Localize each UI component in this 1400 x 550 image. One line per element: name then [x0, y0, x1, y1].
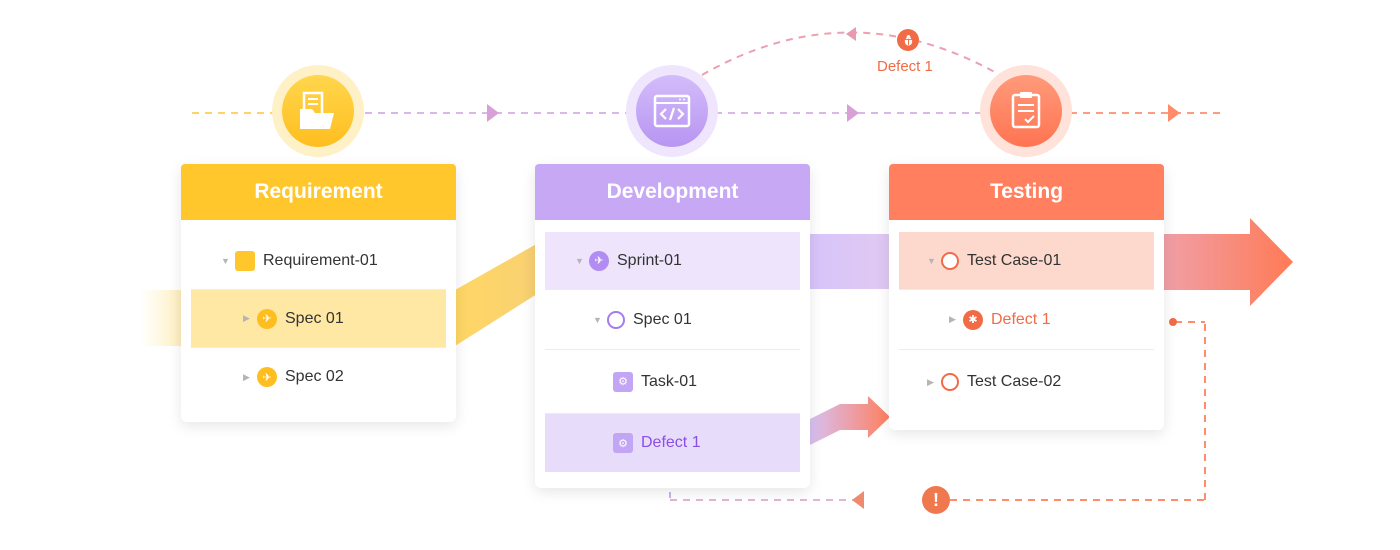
expand-right-icon[interactable]: ▶ — [243, 371, 250, 382]
runner-icon: ✈ — [257, 308, 277, 329]
tree-item-spec-01[interactable]: ▼ Spec 01 — [545, 290, 800, 350]
tree-item-spec-01[interactable]: ▶ ✈ Spec 01 — [191, 290, 446, 348]
requirement-card-header: Requirement — [181, 164, 456, 220]
development-card-title: Development — [606, 180, 739, 203]
checklist-icon — [1011, 92, 1041, 129]
development-card-header: Development — [535, 164, 810, 220]
runner-icon: ✈ — [589, 250, 609, 271]
requirement-card: Requirement ▼ Requirement-01 ▶ ✈ Spec 01… — [181, 164, 456, 422]
task-folder-icon: ⚙ — [613, 371, 633, 392]
expand-right-icon[interactable]: ▶ — [243, 313, 250, 323]
testing-card: Testing ▼ Test Case-01 ▶ ✱ Defect 1 ▶ Te… — [889, 164, 1164, 430]
code-window-icon — [653, 94, 691, 128]
tree-item-test-case-02[interactable]: ▶ Test Case-02 — [927, 373, 1062, 391]
defect-arc-label: Defect 1 — [877, 58, 933, 75]
requirement-card-title: Requirement — [254, 180, 383, 203]
test-case-icon — [941, 373, 959, 391]
requirement-stage-circle — [272, 65, 364, 157]
testing-stage-circle — [980, 65, 1072, 157]
defect-arc-bug-icon — [897, 29, 919, 51]
expand-down-icon[interactable]: ▼ — [927, 255, 936, 266]
defect-folder-icon: ⚙ — [613, 433, 633, 453]
runner-icon: ✈ — [257, 367, 277, 387]
development-stage-circle — [626, 65, 718, 157]
tree-item-requirement-01[interactable]: ▼ Requirement-01 — [191, 232, 446, 290]
expand-right-icon[interactable]: ▶ — [927, 376, 934, 387]
bug-icon: ✱ — [963, 309, 983, 330]
expand-right-icon[interactable]: ▶ — [949, 314, 956, 324]
alert-icon: ! — [922, 486, 950, 514]
spec-circle-icon — [607, 310, 625, 329]
tree-item-spec-02[interactable]: ▶ ✈ Spec 02 — [243, 367, 344, 387]
folder-document-icon — [300, 91, 334, 129]
test-case-icon — [941, 251, 959, 270]
testing-card-header: Testing — [889, 164, 1164, 220]
expand-down-icon[interactable]: ▼ — [221, 255, 230, 266]
tree-item-task-01[interactable]: ⚙ Task-01 — [545, 350, 800, 414]
development-card: Development ▼ ✈ Sprint-01 ▼ Spec 01 ⚙ Ta… — [535, 164, 810, 488]
tree-item-sprint-01[interactable]: ▼ ✈ Sprint-01 — [545, 232, 800, 290]
expand-down-icon[interactable]: ▼ — [575, 255, 584, 266]
tree-item-defect-1[interactable]: ▶ ✱ Defect 1 — [899, 290, 1154, 350]
testing-card-title: Testing — [989, 180, 1064, 203]
tree-item-defect-1[interactable]: ⚙ Defect 1 — [545, 414, 800, 472]
expand-down-icon[interactable]: ▼ — [593, 314, 602, 325]
tree-item-test-case-01[interactable]: ▼ Test Case-01 — [899, 232, 1154, 290]
package-icon — [235, 250, 255, 271]
